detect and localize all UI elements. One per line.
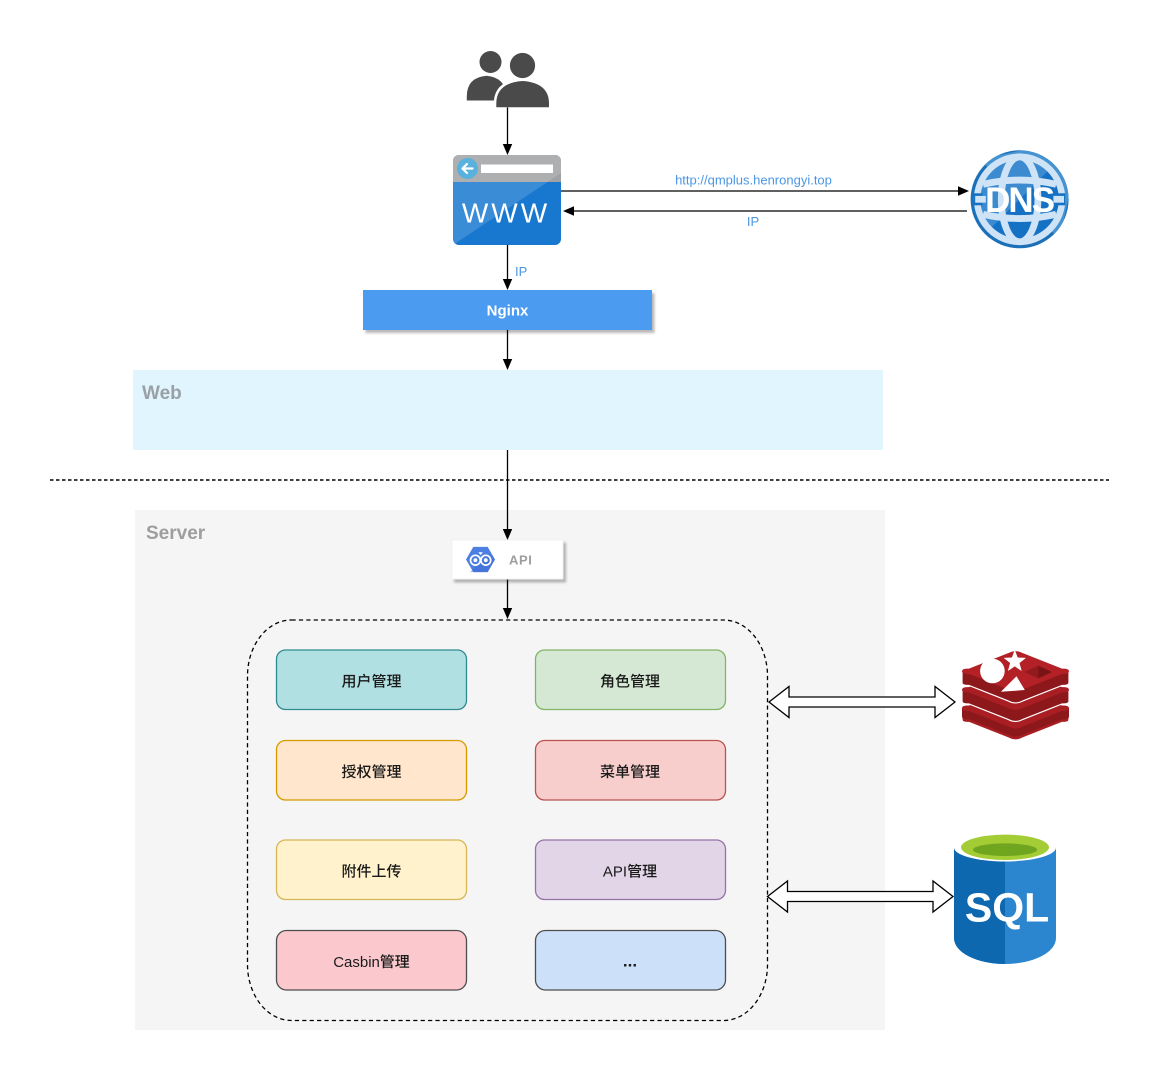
svg-text:IP: IP (515, 264, 527, 279)
svg-text:IP: IP (747, 214, 759, 229)
svg-text:...: ... (623, 951, 637, 970)
svg-text:API: API (603, 864, 627, 881)
svg-text:Nginx: Nginx (487, 303, 529, 320)
svg-text:API: API (509, 553, 532, 568)
svg-text:DNS: DNS (985, 181, 1054, 220)
svg-text:Web: Web (142, 383, 182, 404)
svg-text:WWW: WWW (462, 198, 550, 229)
svg-text:Casbin: Casbin (333, 954, 380, 971)
svg-text:Server: Server (146, 523, 206, 544)
svg-text:http://qmplus.henrongyi.top: http://qmplus.henrongyi.top (675, 173, 832, 188)
svg-text:SQL: SQL (965, 885, 1049, 931)
